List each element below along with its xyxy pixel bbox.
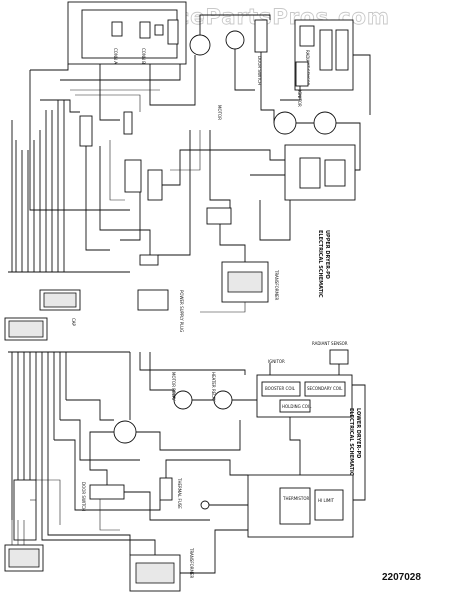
upper-booster-coil [319, 29, 333, 71]
upper-conn-e [123, 111, 133, 135]
lower-title-line2: ELECTRICAL SCHEMATIC [348, 408, 354, 476]
lower-hi-limit-label: HI LIMIT [318, 498, 334, 503]
upper-thermal-fuse [139, 254, 159, 266]
upper-radiant-sensor [299, 25, 315, 47]
lower-terminal-block [13, 479, 37, 541]
upper-drive-motor [273, 111, 297, 135]
upper-conn-a-label: CONN A [113, 48, 118, 64]
upper-heater-relay-coil [225, 30, 245, 50]
upper-conn-b-label: CONN B [141, 48, 146, 64]
upper-plug-pins [43, 292, 77, 308]
upper-wires [29, 14, 371, 313]
lower-door-switch [89, 484, 125, 500]
upper-timer-block-2 [147, 169, 163, 201]
upper-unused-plug [137, 289, 169, 311]
upper-motor-label: MOTOR [217, 105, 222, 120]
upper-conn-c [154, 24, 164, 36]
lower-booster-coil-label: BOOSTER COIL [265, 386, 296, 391]
upper-hi-limit [324, 159, 346, 187]
upper-ignitor [295, 61, 309, 87]
lower-secondary-coil-label: SECONDARY COIL [307, 386, 343, 391]
upper-terminal-strip [8, 100, 130, 273]
upper-conn-d [79, 115, 93, 147]
lower-radiant-sensor [329, 349, 349, 365]
lower-hi-limit [314, 489, 344, 521]
lower-secondary-coil [304, 381, 346, 397]
lower-heater-relay-label: HEATER RELAY [211, 372, 216, 402]
lower-cap-label: CAP [71, 318, 76, 327]
upper-transformer-label: TRANSFORMER [274, 269, 279, 301]
lower-drive-motor [113, 420, 137, 444]
lower-schematic: CAP MOTOR RELAY HEATER RELAY BOOSTER COI… [4, 317, 366, 592]
lower-cap-pins [8, 320, 44, 338]
upper-door-switch-label: DOOR SWITCH [257, 56, 262, 85]
lower-thermal-fuse [159, 477, 173, 501]
upper-thermistor-inner [299, 157, 321, 189]
upper-blower-motor [313, 111, 337, 135]
part-number: 2207028 [382, 572, 421, 583]
lower-transformer-label: TRANSFORMER [189, 547, 194, 579]
lower-plug-pins [8, 548, 40, 568]
lower-holding-coil-label: HOLDING COIL [282, 404, 312, 409]
upper-ignitor-label: IGNITOR [297, 90, 302, 107]
lower-motor-relay-label: MOTOR RELAY [171, 372, 176, 401]
upper-conn-b [139, 21, 151, 39]
upper-relay [167, 19, 179, 45]
upper-schematic: CONN A CONN B DOOR SWITCH RADIANT SENSOR… [8, 1, 371, 332]
upper-door-switch-block [206, 207, 232, 225]
lower-wires [11, 352, 366, 574]
lower-terminal-node [200, 500, 210, 510]
lower-thermal-fuse-label: THERMAL FUSE [177, 477, 182, 509]
upper-title-line1: UPPER DRYER-PD [324, 230, 330, 279]
upper-power-plug-label: POWER SUPPLY PLUG [179, 290, 184, 332]
upper-secondary-coil [335, 29, 349, 71]
upper-timer-block [124, 159, 142, 193]
lower-holding-coil [279, 399, 311, 413]
lower-transformer-core [135, 562, 175, 584]
upper-motor-relay-coil [189, 34, 211, 56]
lower-thermistor-inner [279, 487, 311, 525]
lower-title-line1: LOWER DRYER-PD [355, 408, 361, 458]
lower-booster-coil [261, 381, 301, 397]
lower-radiant-sensor-label: RADIANT SENSOR [312, 341, 348, 346]
upper-conn-a [111, 21, 123, 37]
upper-title-line2: ELECTRICAL SCHEMATIC [317, 230, 323, 298]
lower-ignitor-label: IGNITOR [268, 359, 285, 364]
upper-transformer-core [227, 271, 263, 293]
lower-thermistor-label: THERMISTOR [282, 496, 310, 501]
upper-door-switch [254, 19, 268, 53]
lower-door-switch-label: DOOR SWITCH [81, 482, 86, 511]
